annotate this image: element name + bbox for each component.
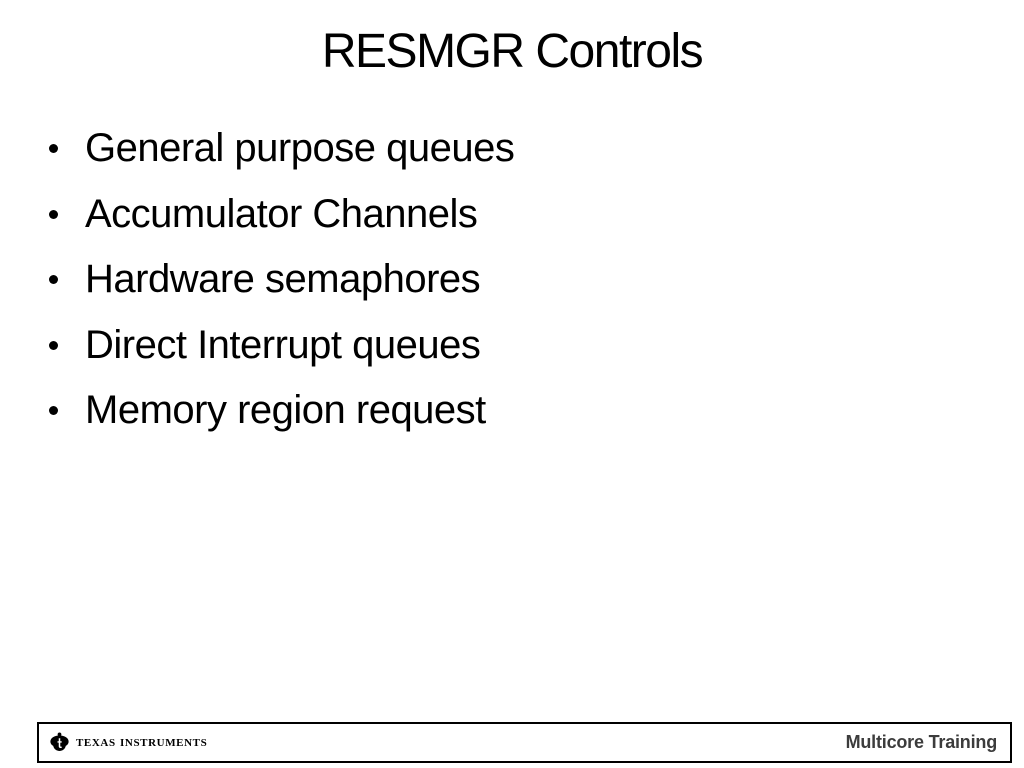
bullet-dot-icon [49, 340, 58, 350]
bullet-text: Accumulator Channels [85, 191, 478, 236]
bullet-text: General purpose queues [85, 126, 515, 171]
ti-brand-text: Texas Instruments [76, 734, 208, 750]
footer-brand: Texas Instruments [50, 732, 207, 753]
bullet-text: Memory region request [85, 388, 486, 433]
bullet-item: Hardware semaphores [49, 247, 984, 313]
bullet-item: Memory region request [49, 378, 984, 444]
training-label: Multicore Training [845, 732, 998, 752]
bullet-item: General purpose queues [49, 116, 984, 182]
bullet-text: Direct Interrupt queues [85, 322, 481, 367]
bullet-text: Hardware semaphores [85, 257, 481, 302]
ti-logo-icon [50, 732, 69, 751]
bullet-item: Accumulator Channels [49, 182, 984, 248]
bullet-item: Direct Interrupt queues [49, 313, 984, 379]
bullet-dot-icon [49, 209, 58, 219]
footer-bar: Texas Instruments Multicore Training [37, 722, 1012, 763]
bullet-dot-icon [49, 275, 58, 285]
bullet-list: General purpose queues Accumulator Chann… [49, 116, 984, 444]
bullet-dot-icon [49, 144, 58, 154]
bullet-dot-icon [49, 406, 58, 416]
slide-title: RESMGR Controls [321, 25, 704, 78]
